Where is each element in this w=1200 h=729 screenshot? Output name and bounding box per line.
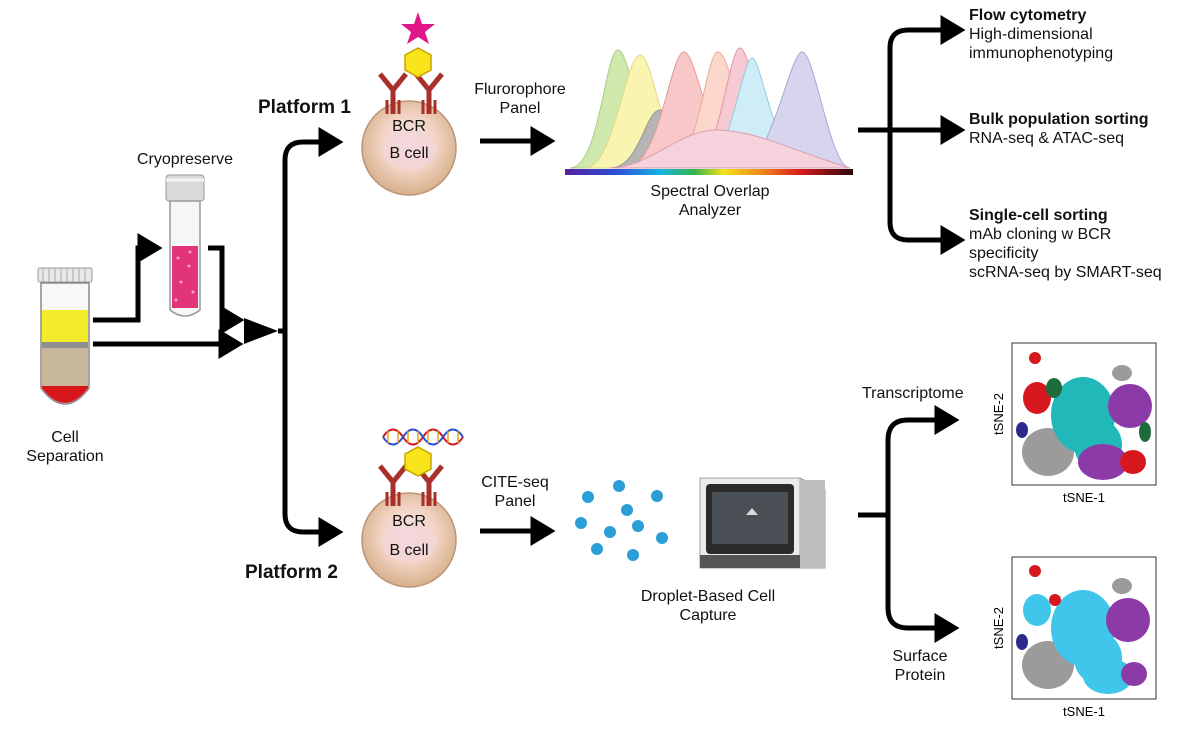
spectral-overlap-plot — [565, 47, 853, 175]
tsne-y-label: tSNE-2 — [991, 393, 1006, 435]
cell-separation-label: Cell Separation — [26, 429, 104, 465]
platform-branch — [278, 127, 344, 547]
tsne-plot-transcriptome — [1011, 342, 1157, 486]
bcr-label: BCR — [392, 118, 426, 135]
b-cell-label: B cell — [389, 542, 429, 559]
tsne-x-label: tSNE-1 — [1063, 704, 1105, 719]
hexagon-icon — [404, 47, 432, 78]
transcriptome-label: Transcriptome — [862, 385, 964, 402]
platform2-title: Platform 2 — [245, 562, 338, 583]
surface-protein-label: Surface Protein — [892, 648, 948, 684]
fluorophore-panel-label: Flurorophore Panel — [474, 81, 566, 117]
tsne-x-label: tSNE-1 — [1063, 490, 1105, 505]
droplet-capture-label: Droplet-Based Cell Capture — [640, 588, 776, 624]
bcr-label: BCR — [392, 513, 426, 530]
platform1-title: Platform 1 — [258, 97, 351, 118]
cite-seq-panel-label: CITE-seq Panel — [481, 474, 549, 510]
star-icon — [401, 12, 435, 44]
spectral-analyzer-label: Spectral Overlap Analyzer — [650, 183, 770, 219]
output-branch — [858, 15, 966, 255]
tsne-plot-surface-protein — [1011, 556, 1157, 700]
b-cell-platform2 — [361, 466, 457, 588]
output-single-cell-sorting: Single-cell sorting mAb cloning w BCR sp… — [969, 207, 1162, 281]
b-cell-label: B cell — [389, 145, 429, 162]
junction-arrowhead — [244, 318, 278, 344]
cryopreserve-label: Cryopreserve — [136, 151, 234, 168]
output-flow-cytometry: Flow cytometry High-dimensional immunoph… — [969, 7, 1114, 62]
tsne-y-label: tSNE-2 — [991, 607, 1006, 649]
collection-tube — [37, 267, 93, 405]
tsne-branch — [858, 405, 960, 643]
dna-barcode-icon — [382, 428, 464, 446]
cryo-vial — [165, 174, 205, 317]
output-bulk-sorting: Bulk population sorting RNA-seq & ATAC-s… — [969, 111, 1149, 147]
droplet-capture-instrument — [699, 477, 826, 569]
flow-arrows-left — [93, 233, 245, 359]
hexagon-icon — [404, 446, 432, 477]
droplets — [575, 480, 668, 561]
b-cell-platform1 — [361, 74, 457, 196]
